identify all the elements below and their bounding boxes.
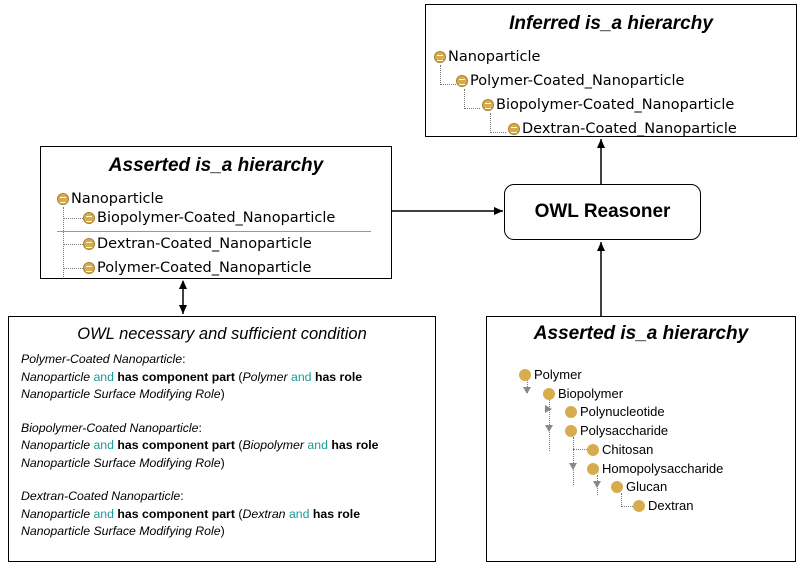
class-icon <box>543 387 555 400</box>
tree-node-label: Polymer <box>534 367 582 382</box>
owl-condition-title: OWL necessary and sufficient condition <box>77 325 367 343</box>
tree-node[interactable]: Dextran <box>633 498 694 513</box>
tree-node[interactable]: Biopolymer <box>543 386 623 401</box>
class-icon <box>57 193 69 205</box>
asserted-nanoparticle-title: Asserted is_a hierarchy <box>108 155 324 176</box>
tree-node-label: Polysaccharide <box>580 423 669 438</box>
tree-node[interactable]: Polymer-Coated_Nanoparticle <box>456 73 684 89</box>
inferred-hierarchy-panel: Inferred is_a hierarchy Nanoparticle Pol… <box>425 4 797 137</box>
class-icon <box>83 212 95 224</box>
tree-node-label: Biopolymer-Coated_Nanoparticle <box>97 210 336 226</box>
tree-node-label: Polymer-Coated_Nanoparticle <box>470 73 685 89</box>
tree-node-label: Polymer-Coated_Nanoparticle <box>97 260 312 276</box>
class-icon <box>587 462 599 475</box>
tree-node-label: Homopolysaccharide <box>602 461 724 476</box>
owl-reasoner-label: OWL Reasoner <box>534 201 671 222</box>
owl-reasoner-box: OWL Reasoner <box>504 184 701 240</box>
tree-node-label: Nanoparticle <box>448 49 541 65</box>
class-icon <box>83 238 95 250</box>
tree-node[interactable]: Dextran-Coated_Nanoparticle <box>508 121 737 137</box>
class-icon <box>519 368 531 381</box>
owl-condition-panel: OWL necessary and sufficient condition P… <box>8 316 436 562</box>
tree-node-label: Biopolymer-Coated_Nanoparticle <box>496 97 735 113</box>
inferred-hierarchy-title: Inferred is_a hierarchy <box>509 13 713 34</box>
class-icon <box>565 405 577 418</box>
tree-node-label: Nanoparticle <box>71 191 164 207</box>
condition-block: Polymer-Coated Nanoparticle: Nanoparticl… <box>21 352 363 401</box>
tree-node[interactable]: Glucan <box>611 479 667 494</box>
condition-block: Biopolymer-Coated Nanoparticle: Nanopart… <box>21 420 379 470</box>
tree-node[interactable]: Polysaccharide <box>565 423 668 438</box>
asserted-nanoparticle-panel: Asserted is_a hierarchy Nanoparticle Bio… <box>40 146 392 279</box>
class-icon <box>565 424 577 437</box>
tree-node-label: Biopolymer <box>558 386 624 401</box>
tree-node[interactable]: Biopolymer-Coated_Nanoparticle <box>482 97 734 113</box>
class-icon <box>611 480 623 493</box>
tree-node[interactable]: Homopolysaccharide <box>587 461 723 476</box>
class-icon <box>508 123 520 135</box>
class-icon <box>83 262 95 274</box>
tree-node[interactable]: Dextran-Coated_Nanoparticle <box>83 236 312 252</box>
asserted-polymer-panel: Asserted is_a hierarchy Polymer Biopolym… <box>486 316 796 562</box>
tree-node[interactable]: Polymer-Coated_Nanoparticle <box>83 260 311 276</box>
class-icon <box>482 99 494 111</box>
owl-condition-text: Polymer-Coated Nanoparticle: Nanoparticl… <box>21 351 427 557</box>
tree-node-label: Glucan <box>626 479 668 494</box>
tree-node-label: Dextran-Coated_Nanoparticle <box>97 236 312 252</box>
class-icon <box>633 499 645 512</box>
tree-node[interactable]: Nanoparticle <box>57 191 163 207</box>
class-icon <box>434 51 446 63</box>
tree-node-label: Dextran-Coated_Nanoparticle <box>522 121 737 137</box>
tree-node-label: Dextran <box>648 498 694 513</box>
tree-node[interactable]: Chitosan <box>587 442 653 457</box>
class-icon <box>587 443 599 456</box>
class-icon <box>456 75 468 87</box>
asserted-polymer-title: Asserted is_a hierarchy <box>533 323 749 344</box>
tree-node-label: Polynucleotide <box>580 404 665 419</box>
tree-node[interactable]: Polynucleotide <box>565 404 665 419</box>
tree-node[interactable]: Biopolymer-Coated_Nanoparticle <box>83 210 335 226</box>
tree-node[interactable]: Nanoparticle <box>434 49 540 65</box>
tree-node-label: Chitosan <box>602 442 654 457</box>
tree-node[interactable]: Polymer <box>519 367 582 382</box>
condition-block: Dextran-Coated Nanoparticle: Nanoparticl… <box>21 489 361 538</box>
